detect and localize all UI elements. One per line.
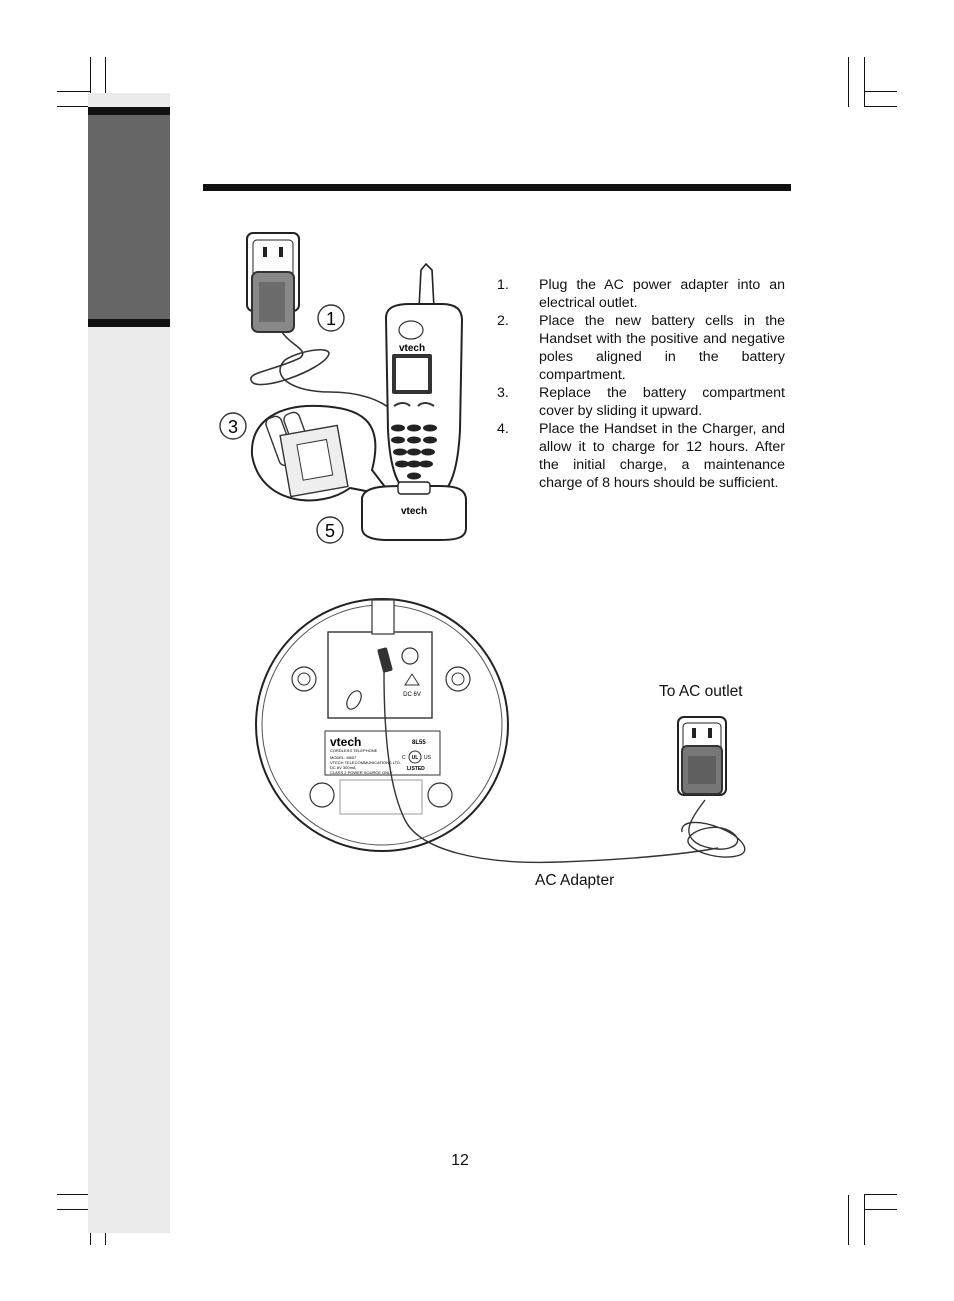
crop-mark: [848, 57, 849, 107]
crop-mark: [90, 57, 91, 107]
ac-adapter-top: [251, 271, 295, 333]
svg-text:LISTED: LISTED: [407, 766, 425, 772]
callout-3: 3: [219, 412, 247, 440]
model-sticker: vtech CORDLESS TELEPHONE MODEL: i5807 VT…: [324, 730, 441, 776]
ac-adapter-bottom: [681, 745, 723, 795]
svg-text:MODEL: i5807: MODEL: i5807: [330, 755, 357, 760]
jack-label: DC 6V: [403, 692, 421, 698]
step-text: Place the new battery cells in the Hands…: [539, 313, 785, 383]
charger-base: vtech: [361, 481, 467, 541]
handset: vtech: [384, 262, 464, 495]
crop-mark: [57, 1194, 90, 1195]
crop-mark: [848, 1195, 849, 1245]
svg-text:CORDLESS TELEPHONE: CORDLESS TELEPHONE: [330, 748, 378, 753]
svg-text:CLASS 2 POWER SOURCE ONLY: CLASS 2 POWER SOURCE ONLY: [330, 770, 393, 775]
crop-mark: [57, 106, 90, 107]
svg-text:3: 3: [228, 417, 238, 437]
crop-mark: [57, 1209, 90, 1210]
step-number: 1.: [497, 277, 509, 293]
svg-text:vtech: vtech: [330, 735, 361, 749]
step-item: 1. Plug the AC power adapter into an ele…: [497, 276, 785, 312]
svg-text:C: C: [402, 755, 406, 761]
ac-adapter-label: AC Adapter: [535, 872, 615, 889]
svg-text:VTECH TELECOMMUNICATIONS LTD.: VTECH TELECOMMUNICATIONS LTD.: [330, 760, 401, 765]
crop-mark: [864, 1194, 897, 1195]
svg-text:1: 1: [326, 309, 336, 329]
crop-mark: [57, 91, 90, 92]
step-item: 3. Replace the battery compartment cover…: [497, 384, 785, 420]
svg-text:vtech: vtech: [399, 343, 425, 354]
section-tab-top-line: [88, 107, 170, 115]
svg-text:8L55: 8L55: [412, 740, 426, 746]
to-ac-outlet-label: To AC outlet: [659, 683, 743, 700]
step-item: 2. Place the new battery cells in the Ha…: [497, 312, 785, 384]
svg-text:DC 6V 300mA: DC 6V 300mA: [330, 765, 356, 770]
power-plug: [377, 647, 393, 673]
header-rule: [203, 184, 791, 191]
charger-underside: DC 6V: [255, 598, 509, 852]
crop-mark: [864, 106, 897, 107]
crop-mark: [864, 1209, 897, 1210]
section-tab-bottom-line: [88, 319, 170, 327]
svg-text:vtech: vtech: [401, 506, 427, 517]
callout-5: 5: [316, 516, 344, 544]
step-number: 4.: [497, 421, 509, 437]
power-cord-bottom: [383, 671, 719, 864]
adapter-cord-top: [250, 331, 393, 411]
crop-mark: [864, 1195, 865, 1245]
svg-text:UL: UL: [412, 755, 419, 761]
section-tab: [88, 107, 170, 327]
page-number: 12: [451, 1152, 469, 1169]
svg-text:US: US: [424, 755, 432, 761]
step-text: Place the Handset in the Charger, and al…: [539, 421, 785, 491]
svg-text:5: 5: [325, 521, 335, 541]
steps-list: 1. Plug the AC power adapter into an ele…: [497, 276, 785, 492]
crop-mark: [105, 57, 106, 107]
step-item: 4. Place the Handset in the Charger, and…: [497, 420, 785, 492]
step-text: Replace the battery compartment cover by…: [539, 385, 785, 419]
step-number: 2.: [497, 313, 509, 329]
crop-mark: [864, 57, 865, 107]
step-text: Plug the AC power adapter into an electr…: [539, 277, 785, 311]
power-cord-coil: [681, 799, 746, 858]
callout-1: 1: [317, 304, 345, 332]
step-number: 3.: [497, 385, 509, 401]
crop-mark: [864, 91, 897, 92]
battery-compartment-detail: [250, 404, 395, 502]
